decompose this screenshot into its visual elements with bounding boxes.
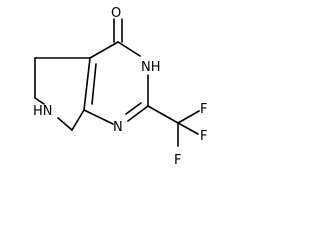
bond-n7-c8 xyxy=(57,117,73,131)
bond-c4a-c4 xyxy=(89,41,119,59)
bond-cf3-f-top xyxy=(177,110,200,124)
atom-nh-piperidine: HN xyxy=(33,104,53,119)
bond-c6-n7 xyxy=(34,97,45,105)
bond-c4-n3 xyxy=(117,41,141,57)
bond-c2-n1 xyxy=(127,105,149,122)
atom-fluorine-right: F xyxy=(200,129,207,144)
bond-c2-cf3 xyxy=(147,105,179,124)
bond-c2-n1-inner xyxy=(125,102,142,115)
structure-canvas: O NH N HN F F F xyxy=(33,6,208,168)
atom-fluorine-bottom: F xyxy=(174,153,181,168)
atom-oxygen: O xyxy=(111,6,121,21)
atom-n-pyrimidine: N xyxy=(113,120,123,135)
bond-cf3-f-right xyxy=(177,122,199,135)
bond-c8-c8a xyxy=(71,109,85,131)
atom-fluorine-top: F xyxy=(200,102,207,117)
bond-fused-inner xyxy=(91,63,97,105)
bond-n1-c8a xyxy=(83,109,114,125)
atom-nh-pyrimidinone: NH xyxy=(141,60,161,75)
bond-c4a-c8a xyxy=(83,57,91,111)
molecule-structure: O NH N HN F F F xyxy=(33,6,207,168)
